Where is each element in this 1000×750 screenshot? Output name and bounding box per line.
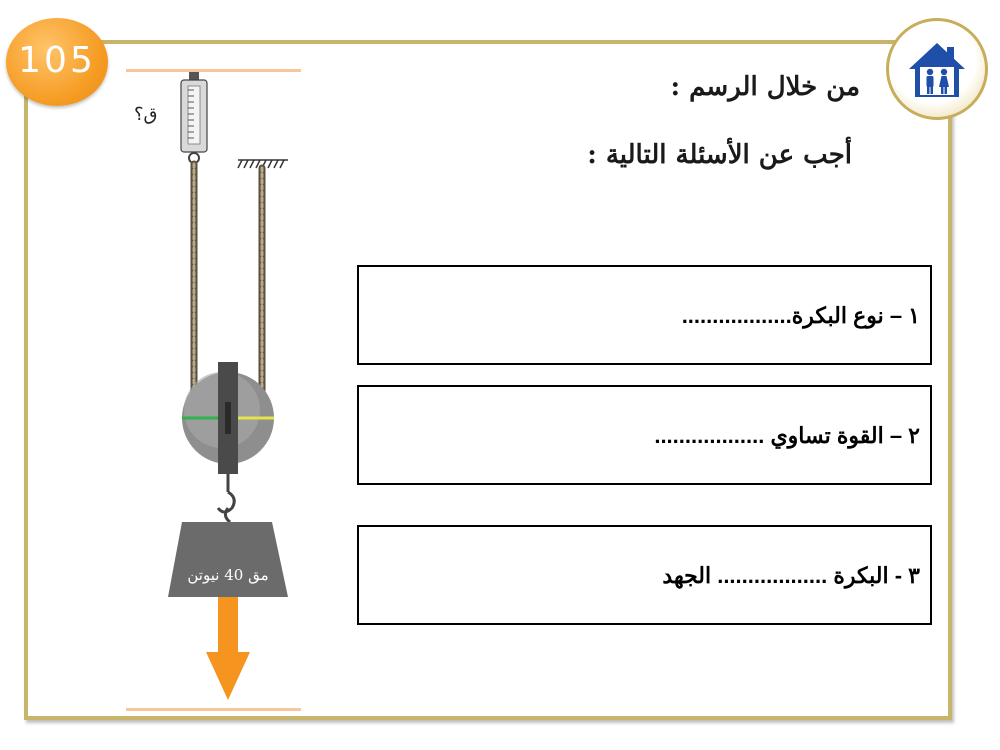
- question-text: ١ – نوع البكرة..................: [681, 303, 920, 328]
- home-button[interactable]: [886, 18, 988, 120]
- question-box-1[interactable]: ١ – نوع البكرة..................: [357, 265, 932, 365]
- scale-force-label: ق؟: [134, 104, 158, 125]
- page-number-badge: 105: [6, 18, 108, 106]
- instruction-subtitle: أجب عن الأسئلة التالية :: [587, 140, 852, 170]
- home-family-icon: [909, 43, 965, 97]
- diagram-bottom-line: [126, 708, 301, 711]
- question-text: ٢ – القوة تساوي ..................: [654, 423, 920, 448]
- page-number: 105: [18, 40, 96, 81]
- force-down-arrow-icon: [206, 597, 250, 700]
- instruction-title: من خلال الرسم :: [670, 72, 860, 102]
- hook-icon: [216, 474, 236, 524]
- rope: [190, 160, 266, 401]
- spring-scale-icon: [180, 72, 208, 164]
- diagram-top-line: [126, 69, 301, 72]
- question-text: ٣ - البكرة .................. الجهد: [662, 563, 920, 588]
- content-frame: [24, 40, 952, 720]
- weight-label: مق 40 نيوتن: [187, 566, 269, 584]
- pulley-wheel-icon: [182, 362, 274, 474]
- question-box-2[interactable]: ٢ – القوة تساوي ..................: [357, 385, 932, 485]
- pulley-diagram: [168, 72, 288, 700]
- question-box-3[interactable]: ٣ - البكرة .................. الجهد: [357, 525, 932, 625]
- weight-block: [168, 522, 288, 597]
